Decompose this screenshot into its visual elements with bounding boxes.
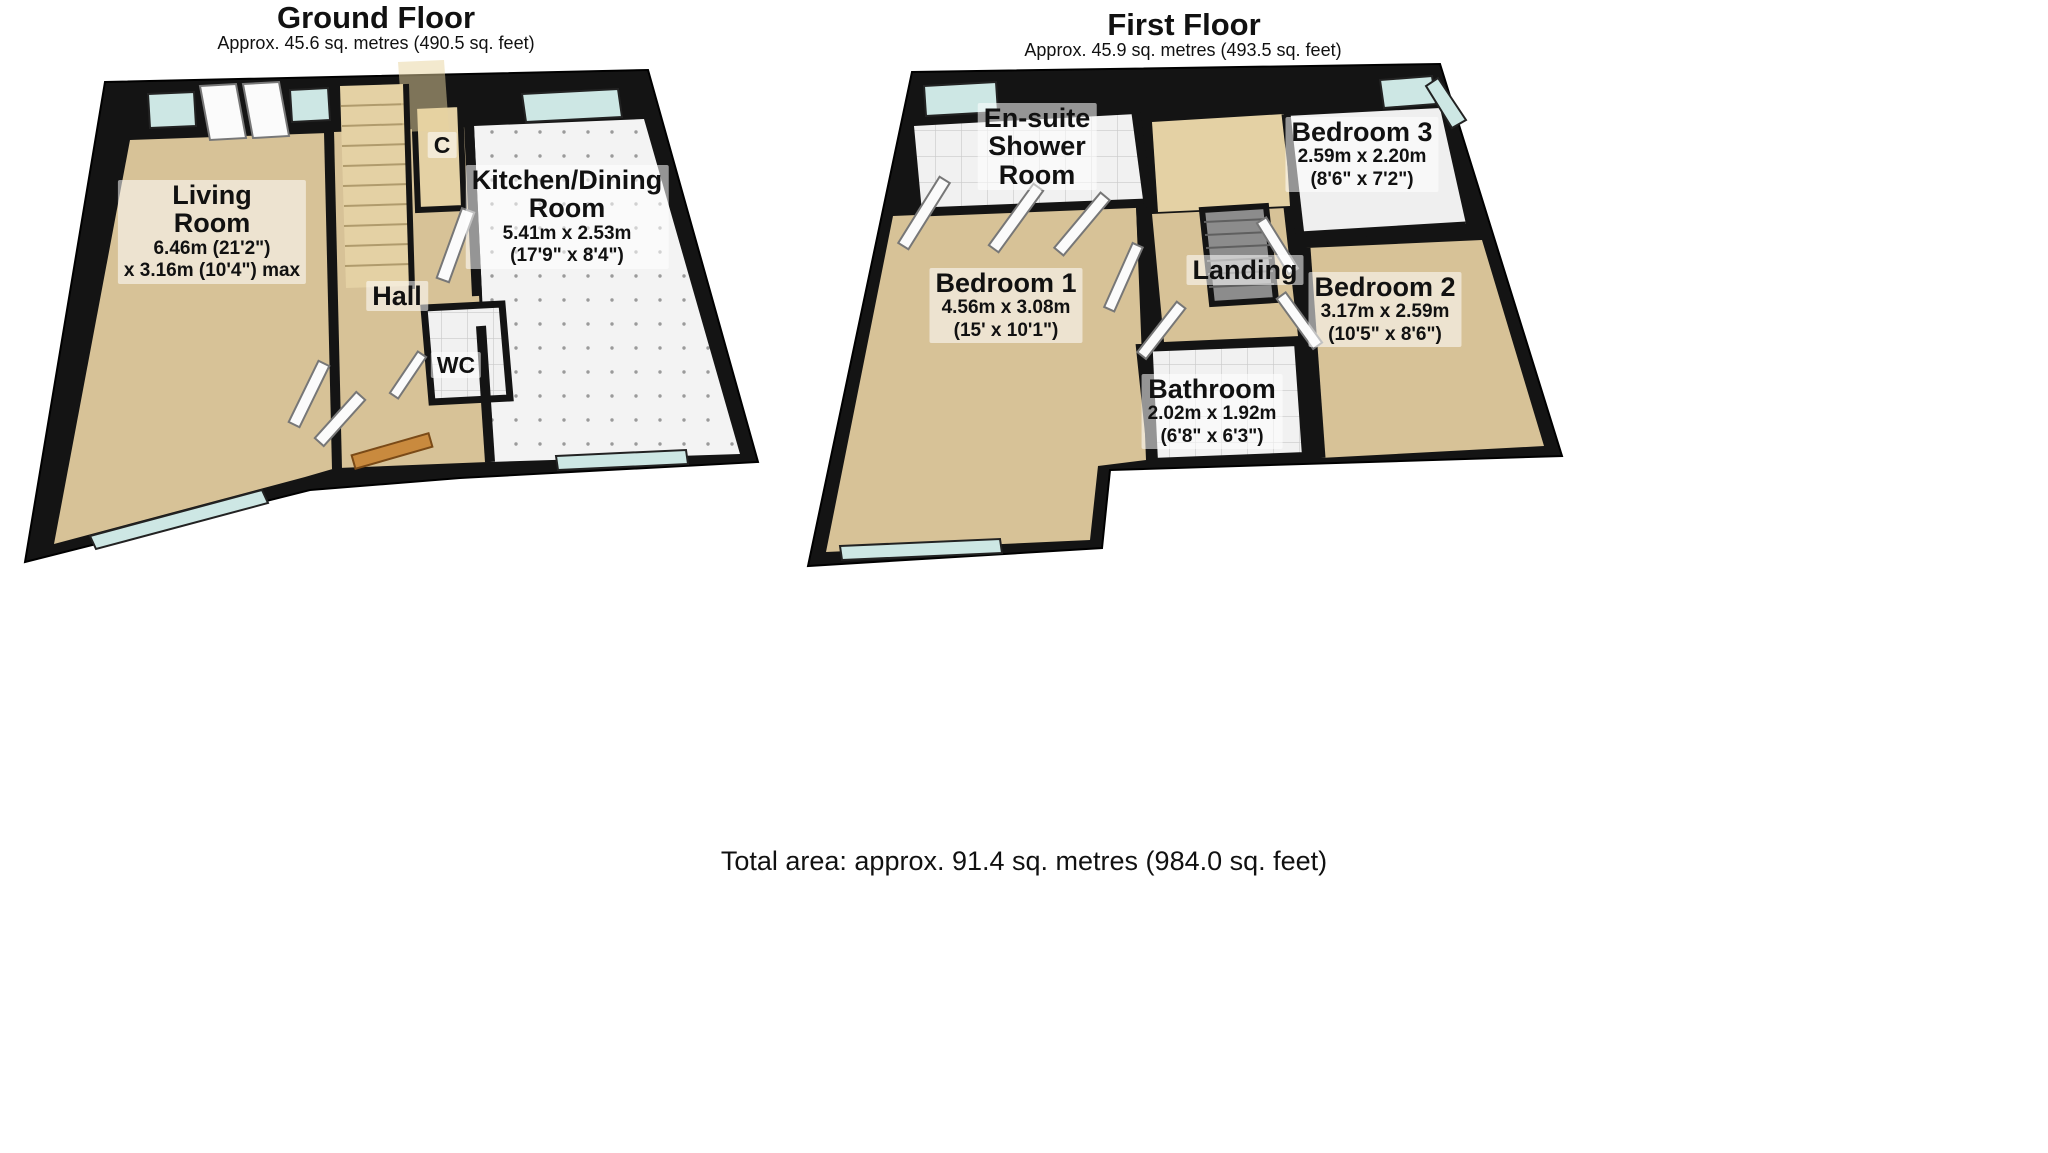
landing-door-left xyxy=(1052,191,1112,257)
bathroom-door xyxy=(1135,300,1187,361)
bedroom3-name: Bedroom 3 xyxy=(1291,117,1433,147)
label-bathroom: Bathroom 2.02m x 1.92m (6'8" x 6'3") xyxy=(1141,374,1283,450)
living-window-top-left xyxy=(146,90,198,130)
ground-doors xyxy=(198,80,476,470)
bedroom1-door xyxy=(896,175,952,251)
bathroom-name: Bathroom xyxy=(1148,374,1276,404)
first-floor-title: First Floor xyxy=(1107,7,1261,42)
ground-windows xyxy=(88,86,690,551)
label-hall: Hall xyxy=(366,281,428,312)
hall-door-right xyxy=(313,390,367,448)
label-bedroom3: Bedroom 3 2.59m x 2.20m (8'6" x 7'2") xyxy=(1285,117,1439,193)
bedroom2-name: Bedroom 2 xyxy=(1314,272,1456,302)
hall-door-left xyxy=(287,359,331,429)
bedroom1-dim1: 4.56m x 3.08m xyxy=(941,297,1071,319)
label-wc: WC xyxy=(430,352,482,379)
living-window-bottom xyxy=(88,488,270,551)
bedroom1-dim2: (15' x 10'1") xyxy=(953,319,1059,341)
french-door-left xyxy=(198,82,248,142)
wc-name: WC xyxy=(436,352,476,378)
living-room-dim1: 6.46m (21'2") xyxy=(153,237,271,259)
kitchen-dim1: 5.41m x 2.53m xyxy=(502,222,632,244)
bedroom3-window-top xyxy=(1378,74,1438,110)
first-floor-subtitle: Approx. 45.9 sq. metres (493.5 sq. feet) xyxy=(1024,40,1342,60)
wc-door xyxy=(388,350,428,400)
bedroom3-window-corner xyxy=(1424,76,1468,130)
bedroom2-dim2: (10'5" x 8'6") xyxy=(1328,323,1442,345)
bedroom2-dim1: 3.17m x 2.59m xyxy=(1320,301,1450,323)
ground-floor-title: Ground Floor xyxy=(276,0,476,35)
kitchen-window-bottom xyxy=(554,448,690,472)
ensuite-name-line1: En-suite xyxy=(983,103,1091,133)
total-area-text: Total area: approx. 91.4 sq. metres (984… xyxy=(720,846,1328,876)
label-ensuite: En-suite Shower Room xyxy=(977,103,1097,191)
bedroom1-window-bottom xyxy=(838,537,1004,562)
stair-treads-ground xyxy=(340,103,412,267)
bedroom3-dim1: 2.59m x 2.20m xyxy=(1297,146,1427,168)
landing-upper-floor xyxy=(1152,114,1290,212)
bathroom-dim2: (6'8" x 6'3") xyxy=(1160,425,1264,447)
bathroom-dim1: 2.02m x 1.92m xyxy=(1147,403,1277,425)
bedroom1-name: Bedroom 1 xyxy=(935,268,1077,298)
kitchen-name-line1: Kitchen/Dining xyxy=(471,165,663,195)
landing-door-right xyxy=(1102,241,1145,313)
label-cupboard: C xyxy=(427,132,457,159)
ground-floor-subtitle: Approx. 45.6 sq. metres (490.5 sq. feet) xyxy=(217,33,535,53)
landing-name: Landing xyxy=(1192,255,1298,285)
ensuite-name-line3: Room xyxy=(998,159,1076,190)
ensuite-name-line2: Shower xyxy=(988,131,1086,162)
label-living-room: Living Room 6.46m (21'2") x 3.16m (10'4"… xyxy=(117,180,307,284)
bedroom3-dim2: (8'6" x 7'2") xyxy=(1310,168,1414,190)
living-room-name-line1: Living xyxy=(172,180,252,210)
label-bedroom2: Bedroom 2 3.17m x 2.59m (10'5" x 8'6") xyxy=(1308,272,1462,348)
kitchen-window-top xyxy=(520,87,624,124)
front-door xyxy=(350,432,434,470)
living-window-top-right xyxy=(288,86,332,124)
label-kitchen: Kitchen/Dining Room 5.41m x 2.53m (17'9"… xyxy=(465,165,669,269)
kitchen-dim2: (17'9" x 8'4") xyxy=(510,245,624,267)
living-room-dim2: x 3.16m (10'4") max xyxy=(123,260,301,282)
hall-name: Hall xyxy=(372,281,422,311)
living-room-name-line2: Room xyxy=(173,208,251,239)
stairs-ghost-overlay xyxy=(398,60,449,132)
kitchen-name-line2: Room xyxy=(528,193,606,224)
label-landing: Landing xyxy=(1186,255,1304,286)
label-bedroom1: Bedroom 1 4.56m x 3.08m (15' x 10'1") xyxy=(929,268,1083,344)
french-door-right xyxy=(241,80,291,140)
cupboard-name: C xyxy=(433,132,451,158)
